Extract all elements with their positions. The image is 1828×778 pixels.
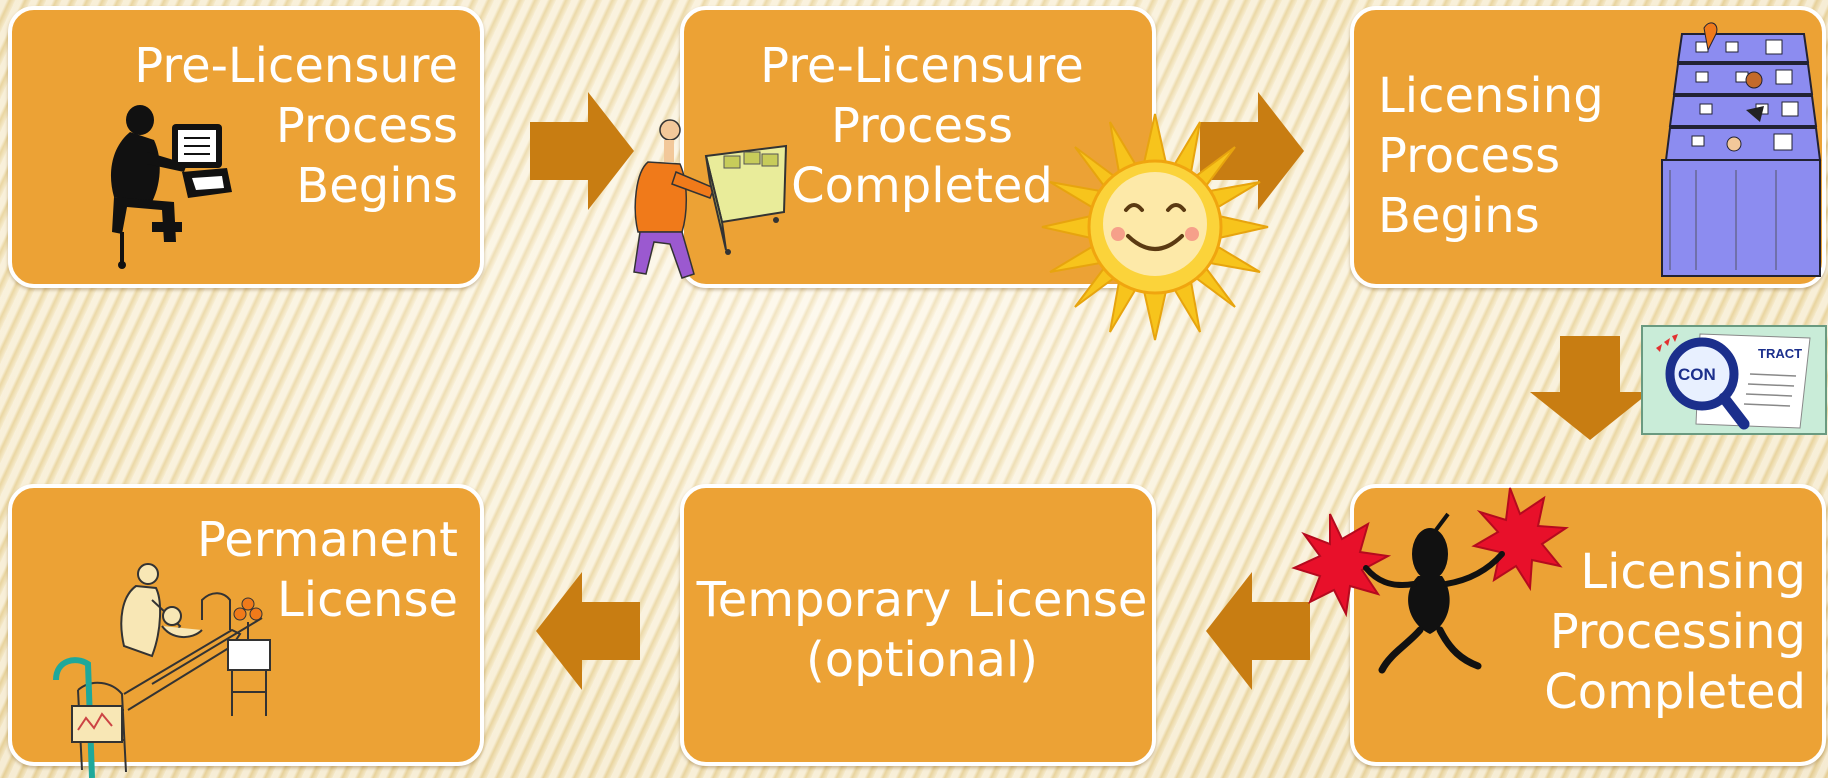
filing-cabinet-icon — [1661, 22, 1822, 277]
celebrating-figure-icon — [1291, 487, 1569, 674]
step-label: Licensing Processing Completed — [1544, 544, 1806, 720]
smiling-sun-icon — [1041, 113, 1269, 341]
arrow-left-2 — [536, 572, 640, 690]
contract-text-right: TRACT — [1758, 346, 1802, 361]
contract-text-left: CON — [1678, 365, 1716, 384]
step-label: Permanent License — [196, 512, 458, 628]
step-label: Temporary License (optional) — [696, 572, 1148, 688]
arrow-left-1 — [1206, 572, 1310, 690]
contract-magnifier-icon: TRACT CON — [1641, 325, 1827, 435]
doctor-patient-bed-icon — [53, 563, 271, 778]
step-temporary-license: Temporary License (optional) — [680, 484, 1156, 766]
step-label: Pre-Licensure Process Completed — [760, 38, 1084, 214]
arrow-right-1 — [530, 92, 634, 210]
step-label: Licensing Process Begins — [1378, 68, 1604, 244]
arrow-down — [1530, 336, 1650, 440]
step-pre-licensure-begins: Pre-Licensure Process Begins — [8, 6, 484, 288]
person-filing-icon — [633, 119, 788, 279]
person-at-computer-icon — [110, 105, 232, 269]
step-label: Pre-Licensure Process Begins — [134, 38, 458, 214]
arrow-right-2 — [1200, 92, 1304, 210]
